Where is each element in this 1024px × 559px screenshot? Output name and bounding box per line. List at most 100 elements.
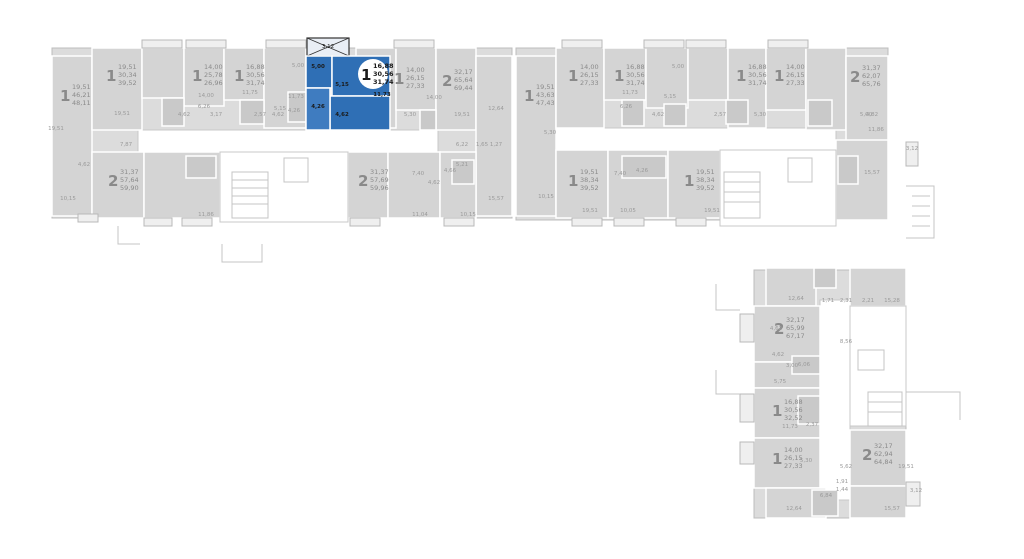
- room-area: 10,05: [620, 208, 636, 214]
- total-area: 26,15: [786, 71, 805, 79]
- room-area: 4,26: [288, 108, 301, 114]
- balcony: [561, 39, 603, 49]
- selected-hall[interactable]: [329, 95, 391, 131]
- area-with-balcony: 65,76: [862, 80, 881, 88]
- corridor-right: [555, 127, 837, 151]
- total-area: 65,64: [454, 76, 473, 84]
- total-area: 38,34: [696, 176, 715, 184]
- room-area: 1,44: [836, 487, 849, 493]
- total-area: 30,56: [748, 71, 767, 79]
- living-area: 31,37: [862, 64, 881, 72]
- room-area: 5,00: [672, 64, 685, 70]
- total-area: 57,69: [370, 176, 389, 184]
- balcony: [185, 39, 227, 49]
- balcony: [905, 481, 921, 507]
- selected-room-area: 4,62: [335, 112, 349, 118]
- room-area: 2,57: [254, 112, 267, 118]
- tower-lower: [715, 267, 961, 519]
- room-area: 4,62: [770, 326, 782, 332]
- living-area: 19,51: [72, 83, 91, 91]
- selected-room-area: 11,73: [373, 92, 391, 98]
- room-area: 5,62: [840, 464, 852, 470]
- room-area: 5,30: [544, 130, 557, 136]
- living-area: 16,88: [246, 63, 265, 71]
- selected-balcony-area: 3,12: [322, 44, 334, 50]
- balcony: [265, 39, 307, 49]
- living-area: 32,17: [786, 316, 805, 324]
- room-area: 5,75: [774, 379, 787, 385]
- balcony: [143, 217, 173, 227]
- room-area: 19,51: [898, 464, 914, 470]
- room-count: 2: [862, 446, 872, 464]
- room-count: 2: [850, 68, 860, 86]
- room-area: 7,87: [120, 142, 133, 148]
- room-area: 14,00: [426, 95, 442, 101]
- balcony: [739, 313, 755, 343]
- room-area: 15,57: [864, 170, 880, 176]
- room-count: 1: [234, 67, 244, 85]
- room-area: 5,21: [456, 162, 468, 168]
- area-with-balcony: 31,74: [246, 79, 265, 87]
- room-area: 12,64: [488, 106, 504, 112]
- room-area: 4,62: [772, 352, 784, 358]
- room-count: 2: [442, 72, 452, 90]
- room-area: 10,15: [460, 212, 476, 218]
- room-area: 12,64: [788, 296, 804, 302]
- room-count: 2: [774, 320, 784, 338]
- room-area: 15,57: [488, 196, 504, 202]
- room-count: 2: [108, 172, 118, 190]
- room-area: 4,66: [444, 168, 457, 174]
- room-area: 4,82: [866, 112, 878, 118]
- balcony: [739, 393, 755, 423]
- room-count: 1: [394, 70, 404, 88]
- room-area: 5,15: [274, 106, 287, 112]
- room-area: 10,15: [60, 196, 76, 202]
- room-area: 5,15: [664, 94, 677, 100]
- total-area: 30,56: [784, 406, 803, 414]
- room-area: 4,62: [178, 112, 190, 118]
- room-area: 1,71: [822, 298, 834, 304]
- room-area: 5,00: [292, 63, 305, 69]
- room-area: 3,12: [906, 146, 918, 152]
- balcony: [739, 441, 755, 465]
- selected-room-area: 5,00: [311, 64, 325, 70]
- room-area: 12,64: [786, 506, 802, 512]
- room-area: 4,26: [636, 168, 649, 174]
- room-area: 19,51: [114, 111, 130, 117]
- balcony: [613, 217, 645, 227]
- room-area: 2,57: [714, 112, 727, 118]
- room-area: 6,06: [798, 362, 811, 368]
- total-area: 30,56: [626, 71, 645, 79]
- living-area: 31,37: [120, 168, 139, 176]
- selected-bath[interactable]: [305, 87, 331, 131]
- area-with-balcony: 59,90: [120, 184, 139, 192]
- room-area: 19,51: [48, 126, 64, 132]
- room-area: 2,21: [862, 298, 874, 304]
- room-area: 5,30: [754, 112, 767, 118]
- selected-kitchen[interactable]: [305, 55, 333, 89]
